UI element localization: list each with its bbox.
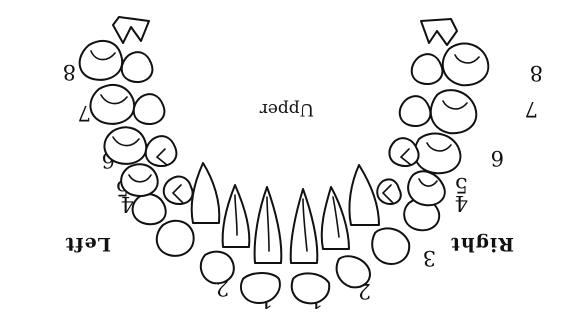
left-tooth-1 (241, 273, 280, 303)
rotated-diagram-group: Right Left Upper 8 7 6 5 4 3 2 1 8 7 6 5… (63, 17, 543, 312)
left-tooth-7 (90, 85, 134, 124)
label-upper: Upper (259, 99, 314, 119)
front-incisor-r2 (322, 187, 349, 249)
right-number-6: 6 (491, 146, 504, 170)
right-inner-cusp-4 (412, 54, 443, 84)
left-tooth-4 (133, 194, 166, 224)
right-tooth-8 (443, 44, 489, 86)
right-tooth-7 (431, 90, 477, 133)
right-number-3: 3 (423, 246, 436, 270)
left-inner-cusp-3 (134, 94, 165, 124)
right-arch-teeth (292, 19, 489, 303)
left-molar-extra (113, 17, 149, 43)
left-tooth-5 (121, 164, 158, 196)
right-tooth-2 (337, 256, 370, 287)
right-tooth-1 (292, 273, 329, 303)
front-canine-r (349, 165, 379, 225)
left-number-7: 7 (78, 101, 91, 125)
right-number-4: 4 (455, 191, 468, 215)
right-molar-extra (421, 19, 457, 45)
left-inner-cusp-4 (122, 52, 153, 82)
left-tooth-3 (157, 221, 194, 256)
right-inner-cusp-3 (400, 96, 431, 126)
left-inner-cusp-1 (164, 177, 193, 204)
right-tooth-5 (408, 171, 445, 205)
right-inner-cusp-2 (389, 138, 418, 166)
left-tooth-2 (201, 252, 234, 284)
label-right: Right (450, 233, 514, 255)
label-left: Left (65, 233, 111, 255)
left-inner-cusp-2 (146, 136, 177, 166)
front-teeth (192, 163, 379, 263)
right-tooth-3 (372, 228, 409, 264)
right-inner-cusp-1 (377, 179, 401, 204)
right-number-7: 7 (525, 97, 538, 121)
front-canine-l (192, 163, 220, 223)
left-tooth-8 (80, 41, 123, 80)
left-number-8: 8 (63, 60, 76, 84)
right-number-8: 8 (530, 61, 543, 85)
right-tooth-6 (415, 134, 461, 174)
